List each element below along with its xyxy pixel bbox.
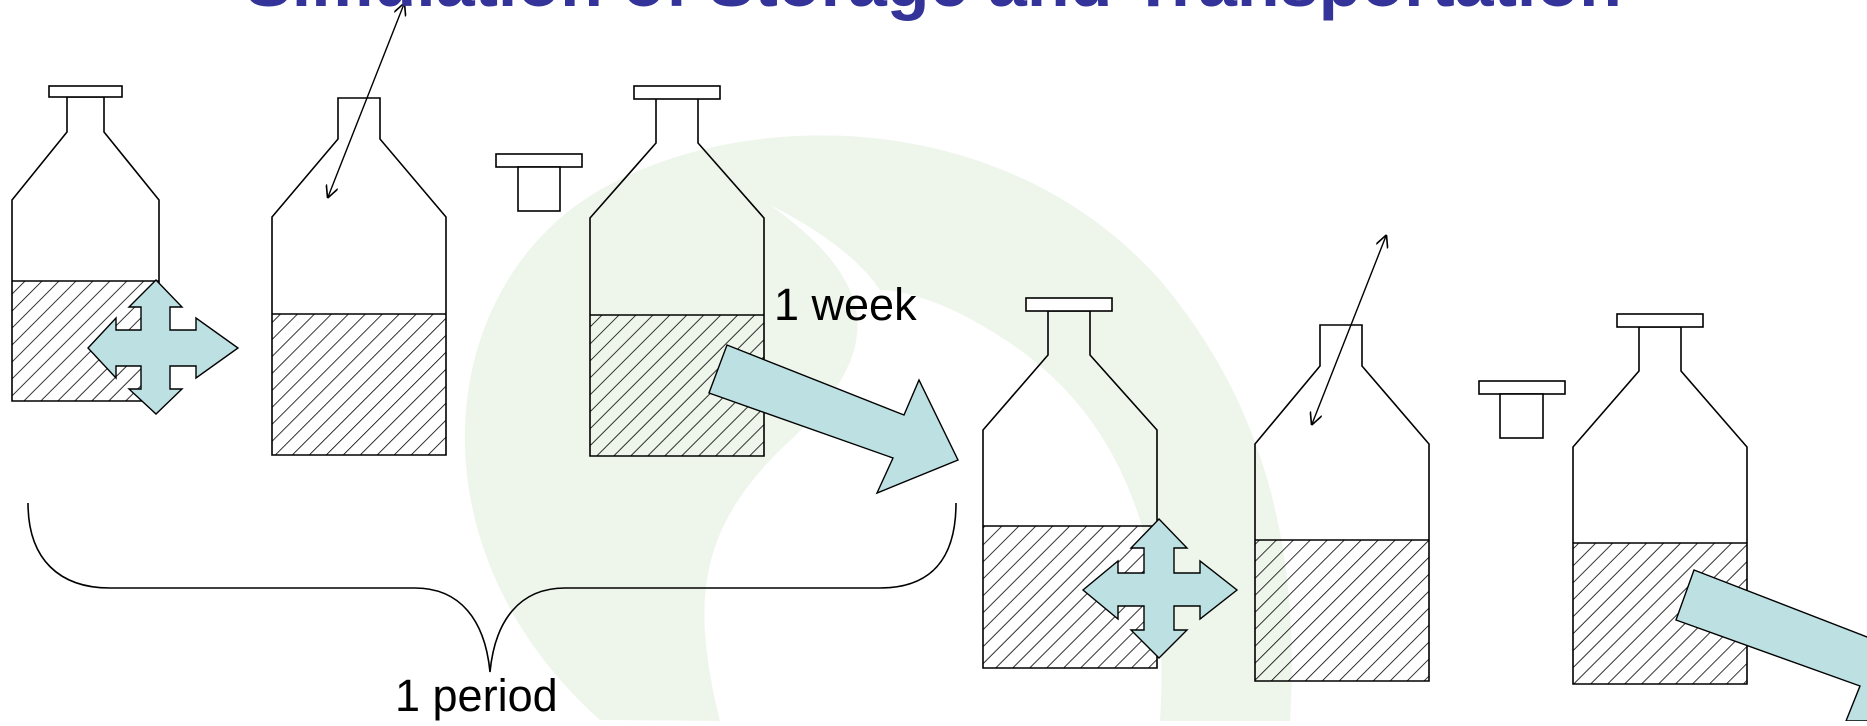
shake-arrow-icon	[87, 279, 240, 415]
cycle-label: 1 period	[395, 670, 558, 721]
slide-title: Simulation of Storage and Transportation	[0, 0, 1867, 22]
bottle-2-liquid	[272, 314, 446, 455]
interval-label: 1 week	[774, 279, 917, 330]
bottle-1-cap	[48, 85, 123, 98]
bottle-5	[1254, 324, 1430, 682]
open-close-arrow-icon	[328, 4, 404, 197]
transport-arrow-icon	[708, 344, 959, 495]
shake-arrow-icon	[1081, 517, 1239, 659]
bottle-5-liquid	[1255, 540, 1429, 681]
background-watermark	[464, 135, 1292, 721]
bottle-2	[271, 97, 447, 456]
bottle-4-cap	[1025, 297, 1113, 312]
loose-cap-1	[495, 153, 583, 212]
open-close-arrow-icon	[1312, 236, 1386, 424]
bottle-6-cap	[1616, 313, 1704, 328]
brace-icon	[27, 502, 957, 673]
loose-cap-2	[1478, 380, 1566, 439]
bottle-3-cap	[633, 85, 721, 100]
